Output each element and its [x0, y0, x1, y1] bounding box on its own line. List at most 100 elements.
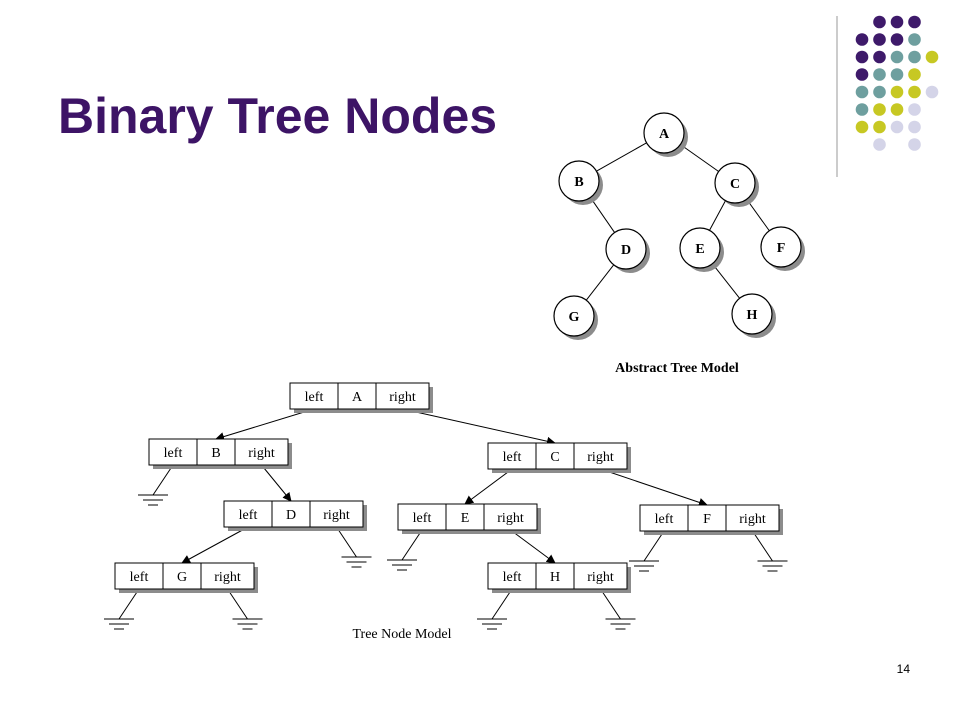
- slide-title: Binary Tree Nodes: [58, 88, 498, 144]
- node-value-label: E: [461, 511, 470, 526]
- decorative-dot: [908, 138, 921, 151]
- node-circle: [714, 162, 756, 204]
- right-pointer-label: right: [739, 512, 766, 527]
- decorative-dot: [855, 50, 869, 64]
- node-circle: [679, 227, 721, 269]
- page-number: 14: [896, 662, 910, 676]
- null-link: [336, 526, 357, 558]
- null-link: [227, 588, 248, 620]
- decorative-dot: [890, 103, 904, 116]
- abstract-edge-AC: [680, 144, 719, 172]
- pointer-A-B: [215, 408, 315, 441]
- right-pointer-label: right: [389, 390, 416, 405]
- node-value-label: D: [286, 508, 296, 523]
- node-circle: [553, 295, 595, 337]
- right-pointer-label: right: [587, 450, 614, 465]
- abstract-node-label: G: [569, 310, 580, 325]
- decorative-dot: [890, 85, 904, 99]
- null-pointer-E-left: [387, 529, 423, 571]
- left-pointer-label: left: [503, 570, 522, 585]
- decorative-dot: [908, 33, 921, 46]
- node-frame: [487, 442, 628, 470]
- null-pointer-F-right: [752, 530, 788, 572]
- null-link: [401, 529, 423, 561]
- abstract-node-label: H: [747, 308, 758, 323]
- null-link: [152, 464, 174, 496]
- decorative-dot: [855, 68, 869, 81]
- left-pointer-label: left: [413, 511, 432, 526]
- decorative-dot: [908, 103, 921, 116]
- decorative-dot: [873, 50, 886, 64]
- abstract-node-label: F: [777, 241, 786, 256]
- abstract-node-label: A: [659, 127, 670, 142]
- decorative-dot: [873, 138, 886, 151]
- abstract-node-B: B: [558, 160, 603, 205]
- decorative-dot: [908, 68, 921, 81]
- abstract-node-A: A: [643, 112, 688, 157]
- abstract-node-F: F: [760, 226, 805, 271]
- right-pointer-label: right: [248, 446, 275, 461]
- left-pointer-label: left: [239, 508, 258, 523]
- null-link: [752, 530, 773, 562]
- decorative-dot: [908, 50, 921, 64]
- null-link: [491, 588, 513, 620]
- decorative-dot: [890, 15, 904, 29]
- pointer-A-C: [402, 408, 556, 446]
- abstract-edge-AB: [596, 142, 647, 172]
- node-circle: [731, 293, 773, 335]
- null-pointer-D-right: [336, 526, 372, 568]
- pointer-D-G: [181, 526, 249, 564]
- abstract-node-label: B: [574, 175, 583, 190]
- node-frame: [639, 504, 780, 532]
- node-circle: [605, 228, 647, 270]
- abstract-node-C: C: [714, 162, 759, 207]
- left-pointer-label: left: [164, 446, 183, 461]
- decorative-dot: [855, 120, 869, 134]
- abstract-node-label: D: [621, 243, 631, 258]
- node-frame: [487, 562, 628, 590]
- node-frame: [289, 382, 430, 410]
- abstract-node-label: E: [695, 242, 704, 257]
- null-pointer-H-right: [600, 588, 636, 630]
- decorative-dot: [855, 85, 869, 99]
- node-value-label: C: [550, 450, 559, 465]
- right-pointer-label: right: [587, 570, 614, 585]
- node-circle: [643, 112, 685, 154]
- abstract-edge-BD: [589, 197, 616, 233]
- decorative-dot: [908, 120, 921, 134]
- decorative-dot: [890, 33, 904, 46]
- pointer-C-E: [464, 468, 513, 505]
- left-pointer-label: left: [655, 512, 674, 527]
- pointer-B-D: [261, 464, 292, 502]
- abstract-tree-nodes: A B C D E F G H: [553, 112, 805, 340]
- null-pointer-F-left: [629, 530, 665, 572]
- right-pointer-label: right: [497, 511, 524, 526]
- decorative-dot-grid: [855, 15, 939, 151]
- abstract-node-H: H: [731, 293, 776, 338]
- left-pointer-label: left: [305, 390, 324, 405]
- node-model-links: [181, 408, 708, 564]
- abstract-tree-caption: Abstract Tree Model: [615, 361, 739, 376]
- node-model-caption: Tree Node Model: [352, 627, 451, 642]
- decorative-dot: [873, 33, 886, 46]
- left-pointer-label: left: [503, 450, 522, 465]
- node-value-label: F: [703, 512, 711, 527]
- abstract-node-D: D: [605, 228, 650, 273]
- decorative-dot: [873, 103, 886, 116]
- decorative-dot: [925, 85, 939, 99]
- node-value-label: A: [352, 390, 363, 405]
- null-pointer-H-left: [477, 588, 513, 630]
- node-frame: [148, 438, 289, 466]
- decorative-dot: [890, 50, 904, 64]
- node-value-label: H: [550, 570, 560, 585]
